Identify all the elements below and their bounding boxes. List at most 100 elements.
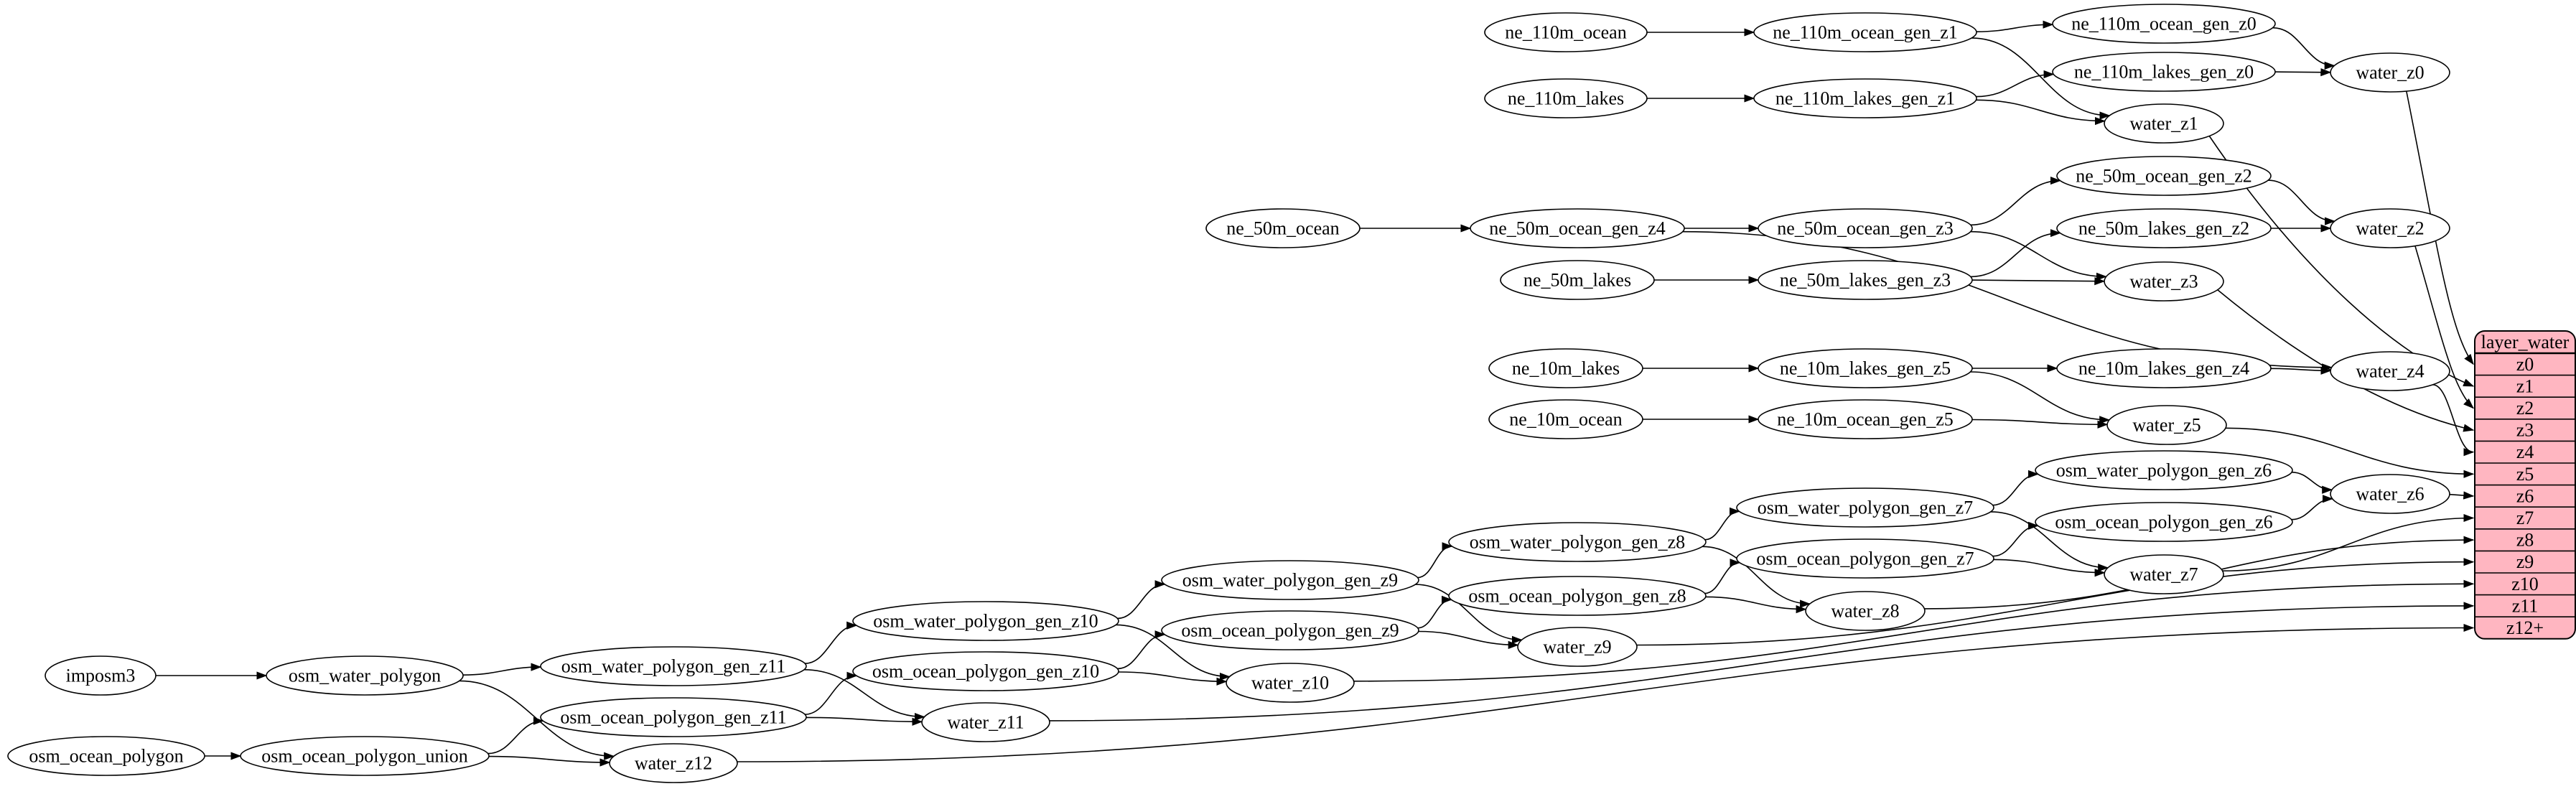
node-label-water_z8: water_z8 — [1831, 601, 1899, 622]
node-label-water_z11: water_z11 — [947, 712, 1024, 733]
node-ne_110m_lakes — [1484, 78, 1648, 118]
edge-osm_water_polygon_gen_z9-water_z9 — [1415, 584, 1523, 644]
edge-ne_110m_lakes_gen_z1-ne_110m_lakes_gen_z0 — [1976, 70, 2055, 98]
node-water_z2 — [2330, 208, 2450, 248]
table-row-z10: z10 — [2511, 574, 2539, 594]
edge-osm_ocean_polygon_gen_z7-water_z7 — [1993, 559, 2106, 577]
node-label-osm_ocean_polygon_gen_z8: osm_ocean_polygon_gen_z8 — [1468, 586, 1686, 607]
node-label-ne_10m_lakes: ne_10m_lakes — [1512, 358, 1620, 379]
node-label-water_z0: water_z0 — [2356, 62, 2424, 83]
node-ne_110m_ocean — [1484, 12, 1648, 52]
node-label-water_z10: water_z10 — [1251, 673, 1329, 694]
edge-water_z0-layer_water-z0 — [2406, 90, 2474, 365]
node-osm_water_polygon_gen_z7 — [1736, 487, 1994, 528]
node-osm_ocean_polygon_gen_z10 — [852, 651, 1119, 691]
table-row-z8: z8 — [2516, 530, 2534, 551]
node-label-water_z9: water_z9 — [1543, 637, 1611, 658]
node-label-ne_50m_lakes_gen_z3: ne_50m_lakes_gen_z3 — [1780, 270, 1951, 291]
node-label-osm_water_polygon_gen_z7: osm_water_polygon_gen_z7 — [1758, 498, 1973, 518]
edge-osm_ocean_polygon_gen_z6-water_z6 — [2291, 495, 2333, 520]
node-water_z11 — [921, 702, 1050, 742]
edge-water_z7-layer_water-z7 — [2222, 513, 2475, 571]
node-label-ne_10m_lakes_gen_z5: ne_10m_lakes_gen_z5 — [1780, 358, 1951, 379]
node-water_z6 — [2330, 474, 2450, 514]
edge-water_z10-layer_water-z10 — [1353, 579, 2475, 682]
edge-osm_ocean_polygon_gen_z9-osm_ocean_polygon_gen_z8 — [1417, 595, 1452, 629]
node-ne_110m_lakes_gen_z0 — [2052, 52, 2276, 92]
node-label-osm_ocean_polygon_union: osm_ocean_polygon_union — [261, 746, 467, 767]
edge-osm_ocean_polygon_gen_z10-osm_ocean_polygon_gen_z9 — [1117, 630, 1166, 670]
edge-ne_10m_lakes_gen_z5-water_z5 — [1970, 371, 2111, 424]
edge-osm_ocean_polygon_gen_z11-water_z11 — [806, 716, 923, 726]
table-row-z5: z5 — [2516, 464, 2534, 485]
node-label-ne_110m_lakes_gen_z0: ne_110m_lakes_gen_z0 — [2074, 62, 2254, 83]
node-osm_ocean_polygon_gen_z9 — [1161, 610, 1419, 650]
edge-water_z2-layer_water-z2 — [2414, 246, 2474, 409]
node-osm_ocean_polygon_gen_z8 — [1448, 576, 1707, 616]
edge-ne_110m_lakes_gen_z0-water_z0 — [2274, 68, 2332, 77]
table-row-z9: z9 — [2516, 551, 2534, 572]
node-water_z12 — [609, 743, 738, 783]
node-osm_ocean_polygon_gen_z11 — [540, 697, 807, 737]
node-ne_50m_lakes_gen_z2 — [2056, 208, 2272, 248]
edge-ne_110m_ocean_gen_z1-ne_110m_ocean_gen_z0 — [1976, 20, 2054, 32]
node-label-ne_50m_ocean: ne_50m_ocean — [1226, 218, 1339, 239]
edge-water_z9-layer_water-z9 — [1636, 558, 2475, 646]
node-ne_50m_ocean_gen_z3 — [1758, 208, 1973, 248]
node-label-ne_110m_lakes_gen_z1: ne_110m_lakes_gen_z1 — [1775, 88, 1955, 109]
node-water_z9 — [1517, 627, 1638, 667]
node-water_z8 — [1805, 591, 1926, 631]
edge-osm_water_polygon_gen_z10-water_z10 — [1116, 624, 1231, 681]
table-row-z0: z0 — [2516, 354, 2534, 375]
edge-ne_50m_ocean_gen_z3-ne_50m_ocean_gen_z2 — [1970, 176, 2061, 226]
node-ne_10m_lakes_gen_z5 — [1758, 348, 1973, 388]
node-label-ne_50m_lakes: ne_50m_lakes — [1523, 270, 1631, 291]
node-osm_water_polygon — [266, 655, 464, 696]
edge-osm_ocean_polygon_union-osm_ocean_polygon_gen_z11 — [487, 716, 544, 755]
node-label-osm_ocean_polygon_gen_z11: osm_ocean_polygon_gen_z11 — [560, 707, 786, 728]
node-label-ne_10m_ocean_gen_z5: ne_10m_ocean_gen_z5 — [1777, 409, 1953, 430]
node-label-ne_10m_ocean: ne_10m_ocean — [1509, 409, 1622, 430]
node-label-water_z5: water_z5 — [2132, 415, 2201, 436]
node-label-osm_water_polygon: osm_water_polygon — [289, 666, 441, 686]
node-label-ne_50m_lakes_gen_z2: ne_50m_lakes_gen_z2 — [2078, 218, 2249, 239]
table-title: layer_water — [2481, 332, 2570, 353]
node-label-water_z12: water_z12 — [635, 753, 712, 774]
node-water_z0 — [2330, 52, 2450, 93]
node-osm_ocean_polygon_gen_z7 — [1736, 538, 1994, 579]
edge-osm_ocean_polygon_gen_z10-water_z10 — [1118, 671, 1228, 686]
node-ne_10m_ocean — [1488, 399, 1643, 439]
node-label-water_z6: water_z6 — [2356, 484, 2424, 505]
node-water_z7 — [2104, 554, 2224, 594]
layer-water-table: layer_waterz0z1z2z3z4z5z6z7z8z9z10z11z12… — [2474, 330, 2576, 640]
node-osm_water_polygon_gen_z10 — [852, 601, 1119, 641]
node-water_z3 — [2104, 261, 2224, 302]
table-row-z11: z11 — [2512, 595, 2539, 616]
edge-osm_water_polygon-osm_water_polygon_gen_z11 — [462, 663, 542, 676]
node-ne_10m_lakes_gen_z4 — [2056, 348, 2272, 388]
node-osm_water_polygon_gen_z11 — [540, 646, 807, 686]
node-label-osm_ocean_polygon_gen_z9: osm_ocean_polygon_gen_z9 — [1181, 620, 1399, 641]
node-imposm3 — [45, 655, 157, 696]
node-water_z10 — [1226, 663, 1355, 703]
node-ne_50m_lakes — [1500, 260, 1655, 300]
node-osm_water_polygon_gen_z6 — [2035, 450, 2293, 490]
node-water_z1 — [2104, 103, 2224, 144]
node-label-ne_10m_lakes_gen_z4: ne_10m_lakes_gen_z4 — [2078, 358, 2249, 379]
edge-osm_ocean_polygon_gen_z7-osm_ocean_polygon_gen_z6 — [1992, 521, 2039, 557]
node-label-osm_water_polygon_gen_z8: osm_water_polygon_gen_z8 — [1470, 532, 1685, 553]
edge-osm_ocean_polygon_gen_z11-osm_ocean_polygon_gen_z10 — [804, 671, 858, 715]
node-ne_110m_ocean_gen_z1 — [1753, 12, 1977, 52]
node-ne_50m_ocean_gen_z2 — [2056, 156, 2272, 196]
node-osm_water_polygon_gen_z9 — [1161, 560, 1419, 600]
node-label-water_z3: water_z3 — [2129, 271, 2198, 292]
table-row-z1: z1 — [2516, 375, 2534, 396]
node-ne_50m_ocean_gen_z4 — [1470, 208, 1685, 248]
node-label-ne_110m_lakes: ne_110m_lakes — [1508, 88, 1624, 109]
table-row-z3: z3 — [2516, 420, 2534, 441]
edge-ne_110m_ocean_gen_z1-water_z1 — [1971, 37, 2111, 120]
node-label-osm_water_polygon_gen_z6: osm_water_polygon_gen_z6 — [2056, 460, 2272, 481]
